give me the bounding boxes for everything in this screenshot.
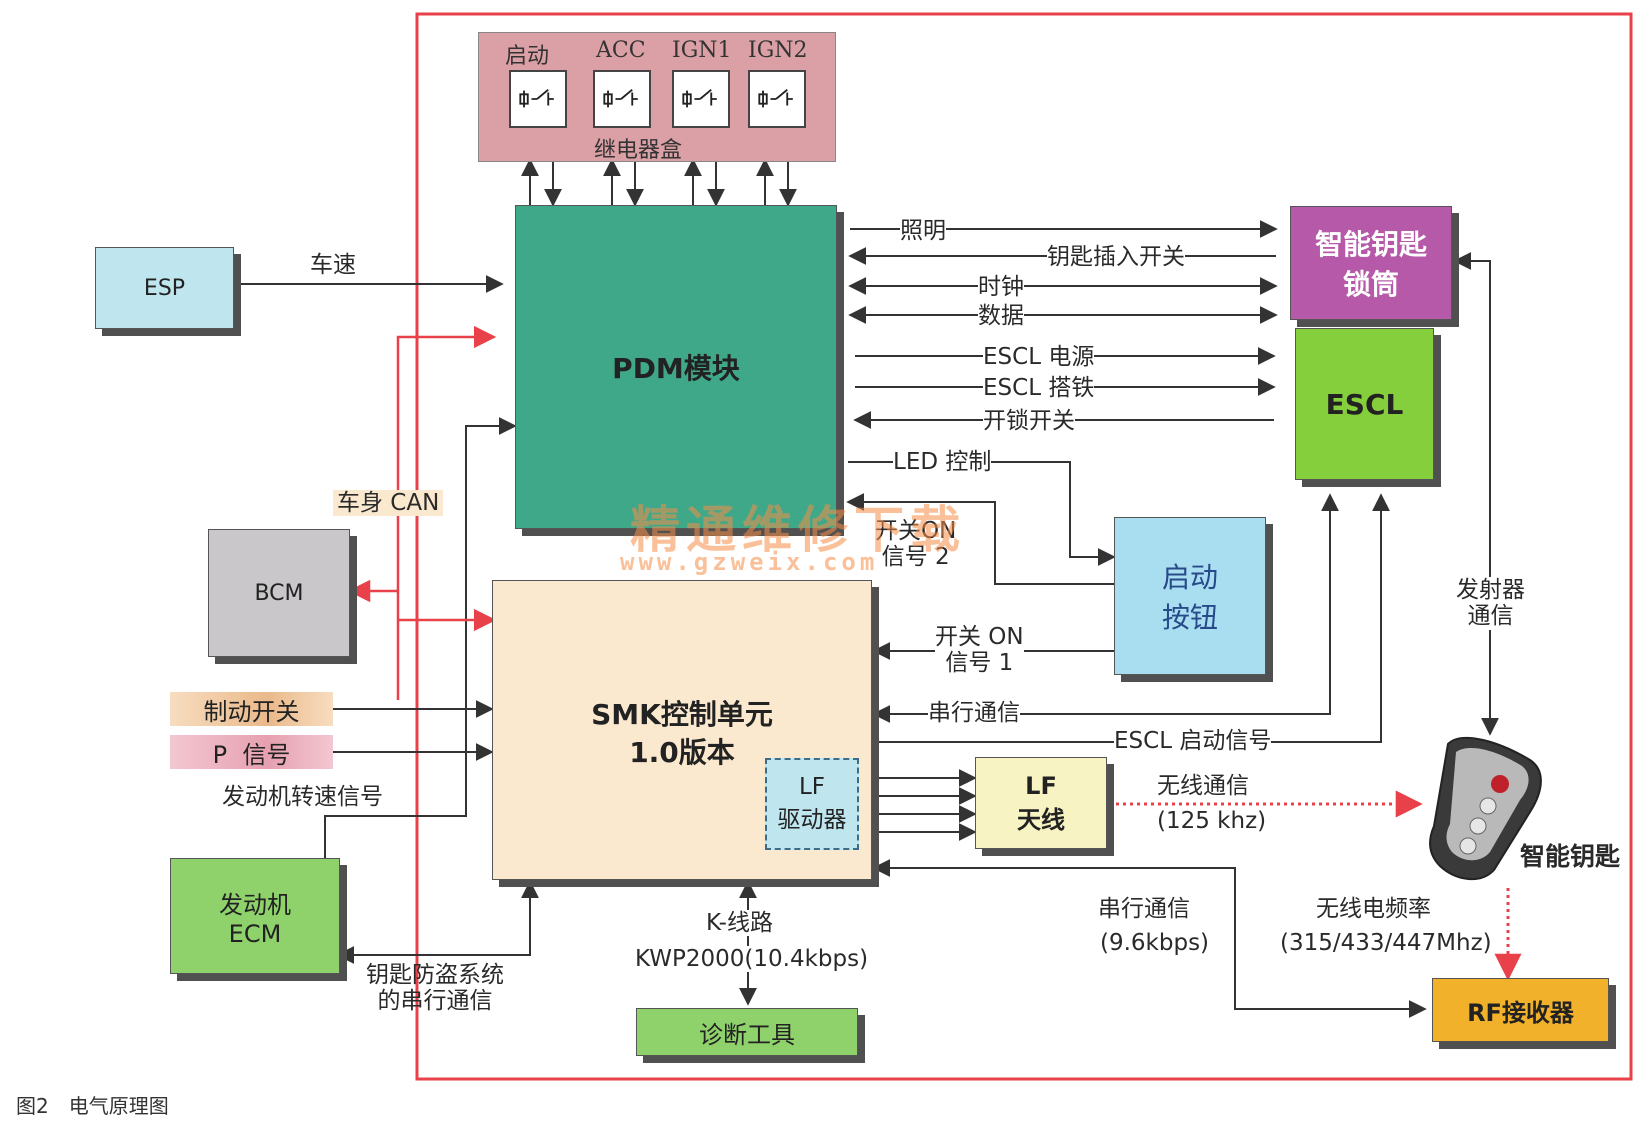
smart-key-fob-icon bbox=[1429, 736, 1542, 881]
unlock-switch-label: 开锁开关 bbox=[983, 408, 1075, 435]
esp-label: ESP bbox=[143, 275, 186, 301]
lf-driver-label: LF 驱动器 bbox=[777, 774, 847, 833]
kwp2000-label: KWP2000(10.4kbps) bbox=[635, 946, 869, 973]
key-insert-switch-label: 钥匙插入开关 bbox=[1047, 244, 1185, 271]
start-button-box: 启动 按钮 bbox=[1114, 517, 1266, 675]
wireless-comm-label: 无线通信 bbox=[1157, 773, 1249, 799]
escl-start-signal-label: ESCL 启动信号 bbox=[1114, 728, 1272, 755]
serial-rate-label: (9.6kbps) bbox=[1100, 930, 1210, 956]
relay-switch-icon bbox=[748, 70, 806, 128]
rf-receiver-box: RF接收器 bbox=[1432, 978, 1609, 1042]
engine-ecm-label: 发动机 ECM bbox=[219, 890, 291, 948]
switch-on-signal-1-label: 开关 ON 信号 1 bbox=[935, 624, 1024, 677]
bcm-box: BCM bbox=[208, 529, 350, 657]
esp-box: ESP bbox=[95, 247, 234, 329]
relay-switch-icon bbox=[672, 70, 730, 128]
lf-antenna-box: LF 天线 bbox=[975, 757, 1107, 849]
relay-label-acc: ACC bbox=[596, 38, 646, 63]
radio-bands-label: (315/433/447Mhz) bbox=[1280, 930, 1492, 956]
radio-freq-label: 无线电频率 bbox=[1316, 896, 1431, 922]
system-frame bbox=[415, 12, 1633, 1081]
serial-comm-rf-label: 串行通信 bbox=[1098, 896, 1190, 922]
smart-key-lock-label: 智能钥匙 锁筒 bbox=[1314, 228, 1427, 301]
k-line-label: K-线路 bbox=[706, 910, 773, 937]
diagnostic-tool-box: 诊断工具 bbox=[636, 1008, 858, 1056]
escl-label: ESCL bbox=[1325, 387, 1404, 421]
p-signal-label: P 信号 bbox=[212, 740, 291, 769]
diagnostic-tool-label: 诊断工具 bbox=[699, 1020, 795, 1049]
pdm-module: PDM模块 bbox=[515, 205, 837, 529]
transmitter-comm-label: 发射器 通信 bbox=[1456, 577, 1525, 630]
bcm-label: BCM bbox=[254, 580, 304, 606]
watermark: 精通维修下载 bbox=[630, 501, 966, 559]
brake-switch-label: 制动开关 bbox=[203, 697, 300, 726]
brake-switch-tag: 制动开关 bbox=[170, 692, 333, 726]
lf-antenna-label: LF 天线 bbox=[1017, 771, 1065, 834]
engine-speed-signal-label: 发动机转速信号 bbox=[222, 784, 383, 810]
relay-label-ign1: IGN1 bbox=[672, 38, 732, 63]
wireless-freq-label: (125 khz) bbox=[1157, 808, 1267, 834]
smart-key-label: 智能钥匙 bbox=[1520, 842, 1621, 871]
escl-power-label: ESCL 电源 bbox=[983, 344, 1095, 371]
speed-label: 车速 bbox=[310, 252, 356, 278]
clock-label: 时钟 bbox=[978, 274, 1024, 301]
p-signal-tag: P 信号 bbox=[170, 735, 333, 769]
switch-on-signal-2-label: 开关ON 信号 2 bbox=[875, 518, 957, 571]
immobilizer-serial-label: 钥匙防盗系统 的串行通信 bbox=[366, 962, 504, 1015]
relay-switch-icon bbox=[593, 70, 651, 128]
watermark-url: www.gzweix.com bbox=[620, 548, 879, 576]
relay-label-start: 启动 bbox=[505, 44, 550, 69]
led-control-label: LED 控制 bbox=[893, 449, 992, 476]
relay-switch-icon bbox=[509, 70, 567, 128]
lf-driver: LF 驱动器 bbox=[765, 758, 859, 850]
pdm-label: PDM模块 bbox=[612, 352, 740, 385]
escl-box: ESCL bbox=[1295, 328, 1434, 480]
engine-ecm-box: 发动机 ECM bbox=[170, 858, 340, 974]
lighting-label: 照明 bbox=[900, 218, 946, 245]
body-can-label: 车身 CAN bbox=[333, 490, 444, 517]
relay-label-ign2: IGN2 bbox=[748, 38, 808, 63]
figure-caption: 图2 电气原理图 bbox=[16, 1094, 169, 1118]
data-label: 数据 bbox=[978, 303, 1024, 330]
relay-box-title: 继电器盒 bbox=[594, 138, 683, 163]
rf-receiver-label: RF接收器 bbox=[1467, 998, 1574, 1027]
smk-label: SMK控制单元 1.0版本 bbox=[591, 698, 773, 769]
smart-key-lock-box: 智能钥匙 锁筒 bbox=[1290, 206, 1452, 320]
serial-comm-escl-label: 串行通信 bbox=[928, 700, 1020, 727]
escl-ground-label: ESCL 搭铁 bbox=[983, 375, 1095, 402]
start-button-label: 启动 按钮 bbox=[1161, 561, 1218, 634]
